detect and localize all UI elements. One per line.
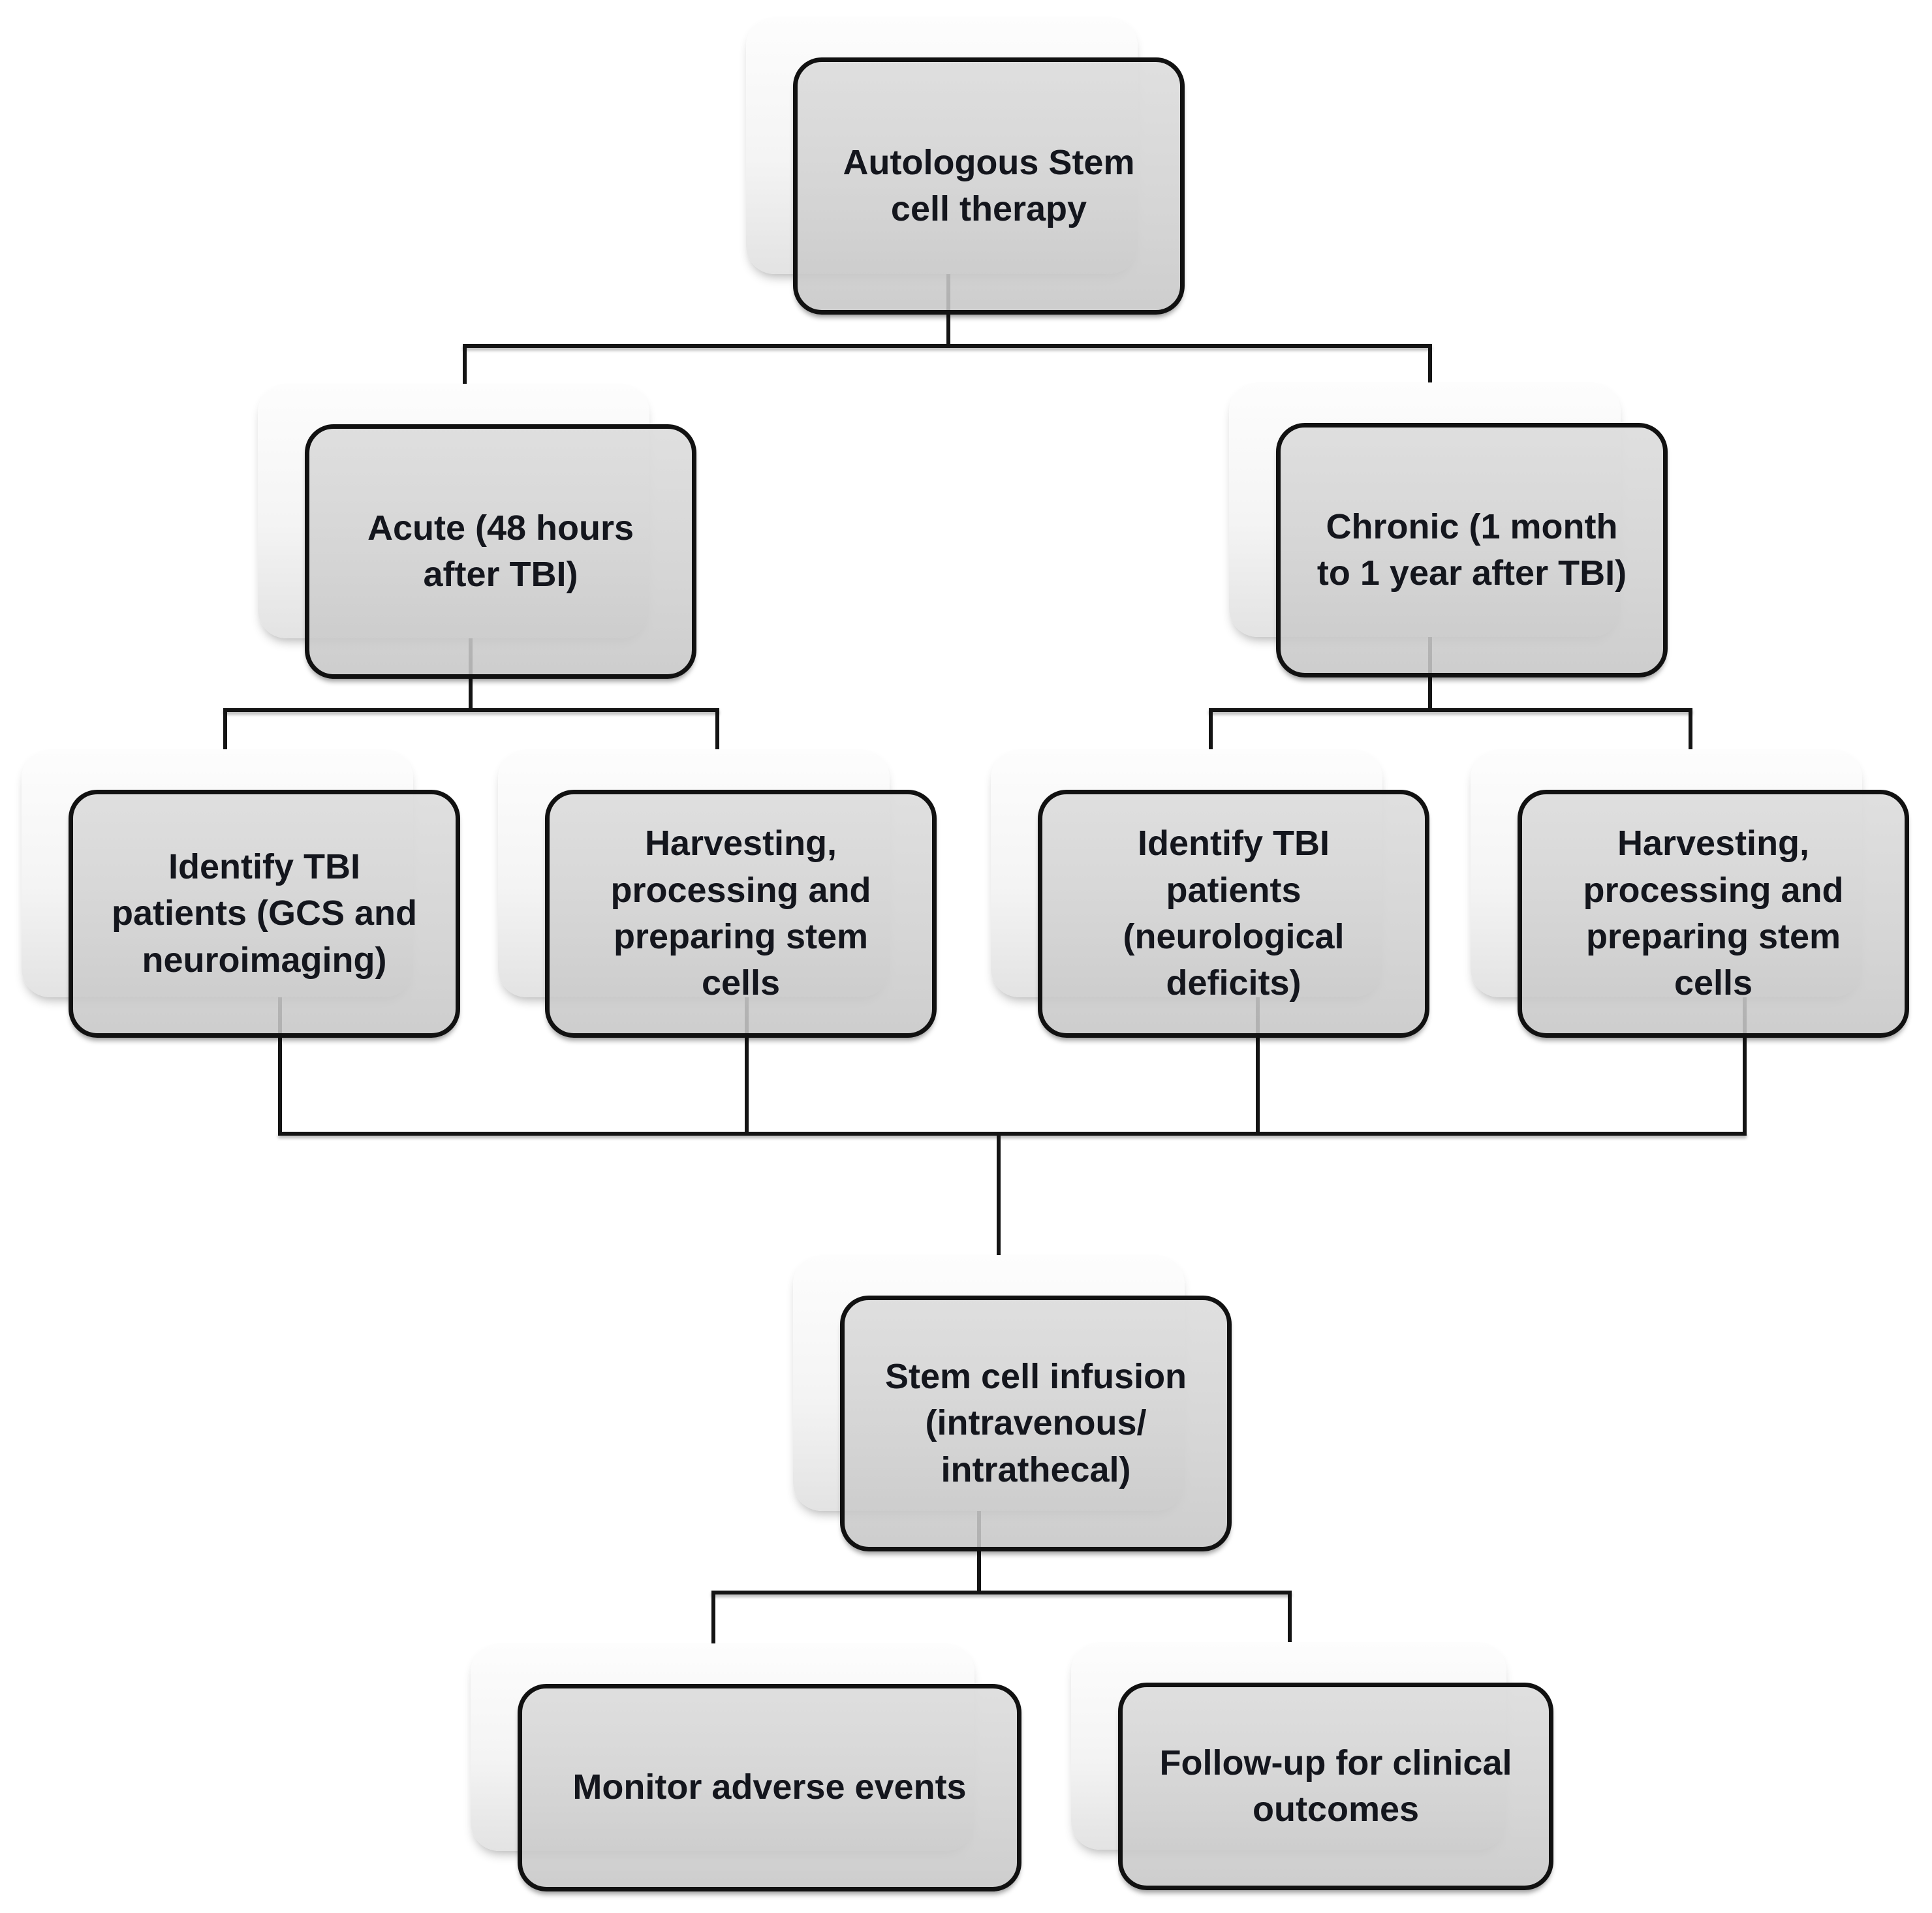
node-label: Harvesting, processing and preparing ste… (610, 824, 871, 1003)
connector-acute-split (223, 708, 719, 712)
connector-to-acute (463, 346, 467, 384)
node-label: Follow-up for clinical outcomes (1159, 1743, 1512, 1829)
node-label: Monitor adverse events (572, 1767, 967, 1807)
connector-to-acute-harvest (715, 710, 719, 749)
connector-to-monitor (711, 1593, 715, 1643)
node-box: Identify TBI patients (neurological defi… (1038, 790, 1429, 1038)
node-label: Chronic (1 month to 1 year after TBI) (1317, 506, 1627, 593)
node-label: Identify TBI patients (neurological defi… (1123, 824, 1345, 1003)
node-label: Identify TBI patients (GCS and neuroimag… (111, 847, 418, 980)
connector-level1-split (463, 344, 1432, 348)
node-box: Monitor adverse events (518, 1684, 1021, 1891)
node-identify-tbi-patients-gcs-neuroimaging: Identify TBI patients (GCS and neuroimag… (22, 749, 460, 1038)
node-box: Identify TBI patients (GCS and neuroimag… (69, 790, 460, 1038)
node-identify-tbi-patients-neurological-deficits: Identify TBI patients (neurological defi… (991, 749, 1429, 1038)
connector-merge-from-chronic-harvest (1743, 997, 1747, 1134)
node-monitor-adverse-events: Monitor adverse events (471, 1643, 1021, 1891)
connector-chronic-split (1209, 708, 1692, 712)
node-label: Harvesting, processing and preparing ste… (1583, 824, 1844, 1003)
node-box: Follow-up for clinical outcomes (1118, 1683, 1553, 1890)
connector-to-chronic-identify (1209, 710, 1213, 749)
node-label: Stem cell infusion (intravenous/ intrath… (884, 1357, 1187, 1489)
node-box: Chronic (1 month to 1 year after TBI) (1276, 423, 1668, 677)
node-chronic-1-month-to-1-year-after-tbi: Chronic (1 month to 1 year after TBI) (1229, 382, 1668, 677)
node-box: Autologous Stem cell therapy (793, 57, 1185, 315)
node-acute-48-hours-after-tbi: Acute (48 hours after TBI) (258, 384, 696, 679)
node-harvesting-processing-preparing-stem-cells-chronic: Harvesting, processing and preparing ste… (1471, 749, 1909, 1038)
connector-outcome-split (711, 1591, 1292, 1594)
node-box: Acute (48 hours after TBI) (305, 424, 696, 679)
connector-to-followup (1288, 1593, 1292, 1642)
connector-merge-from-acute-identify (278, 997, 282, 1134)
connector-to-infusion (997, 1134, 1001, 1255)
node-box: Harvesting, processing and preparing ste… (545, 790, 937, 1038)
node-autologous-stem-cell-therapy: Autologous Stem cell therapy (746, 17, 1185, 315)
node-box: Stem cell infusion (intravenous/ intrath… (840, 1296, 1232, 1551)
node-box: Harvesting, processing and preparing ste… (1518, 790, 1909, 1038)
node-followup-for-clinical-outcomes: Follow-up for clinical outcomes (1071, 1642, 1553, 1890)
connector-to-chronic (1428, 346, 1432, 382)
connector-merge-from-acute-harvest (745, 997, 749, 1134)
node-stem-cell-infusion: Stem cell infusion (intravenous/ intrath… (793, 1255, 1232, 1551)
node-label: Acute (48 hours after TBI) (367, 508, 634, 594)
connector-to-chronic-harvest (1689, 710, 1692, 749)
node-label: Autologous Stem cell therapy (843, 142, 1135, 228)
connector-merge-from-chronic-identify (1256, 997, 1260, 1134)
connector-infusion-stem (977, 1511, 981, 1593)
node-harvesting-processing-preparing-stem-cells-acute: Harvesting, processing and preparing ste… (498, 749, 937, 1038)
connector-to-acute-identify (223, 710, 227, 749)
connector-merge-bar (278, 1132, 1747, 1136)
